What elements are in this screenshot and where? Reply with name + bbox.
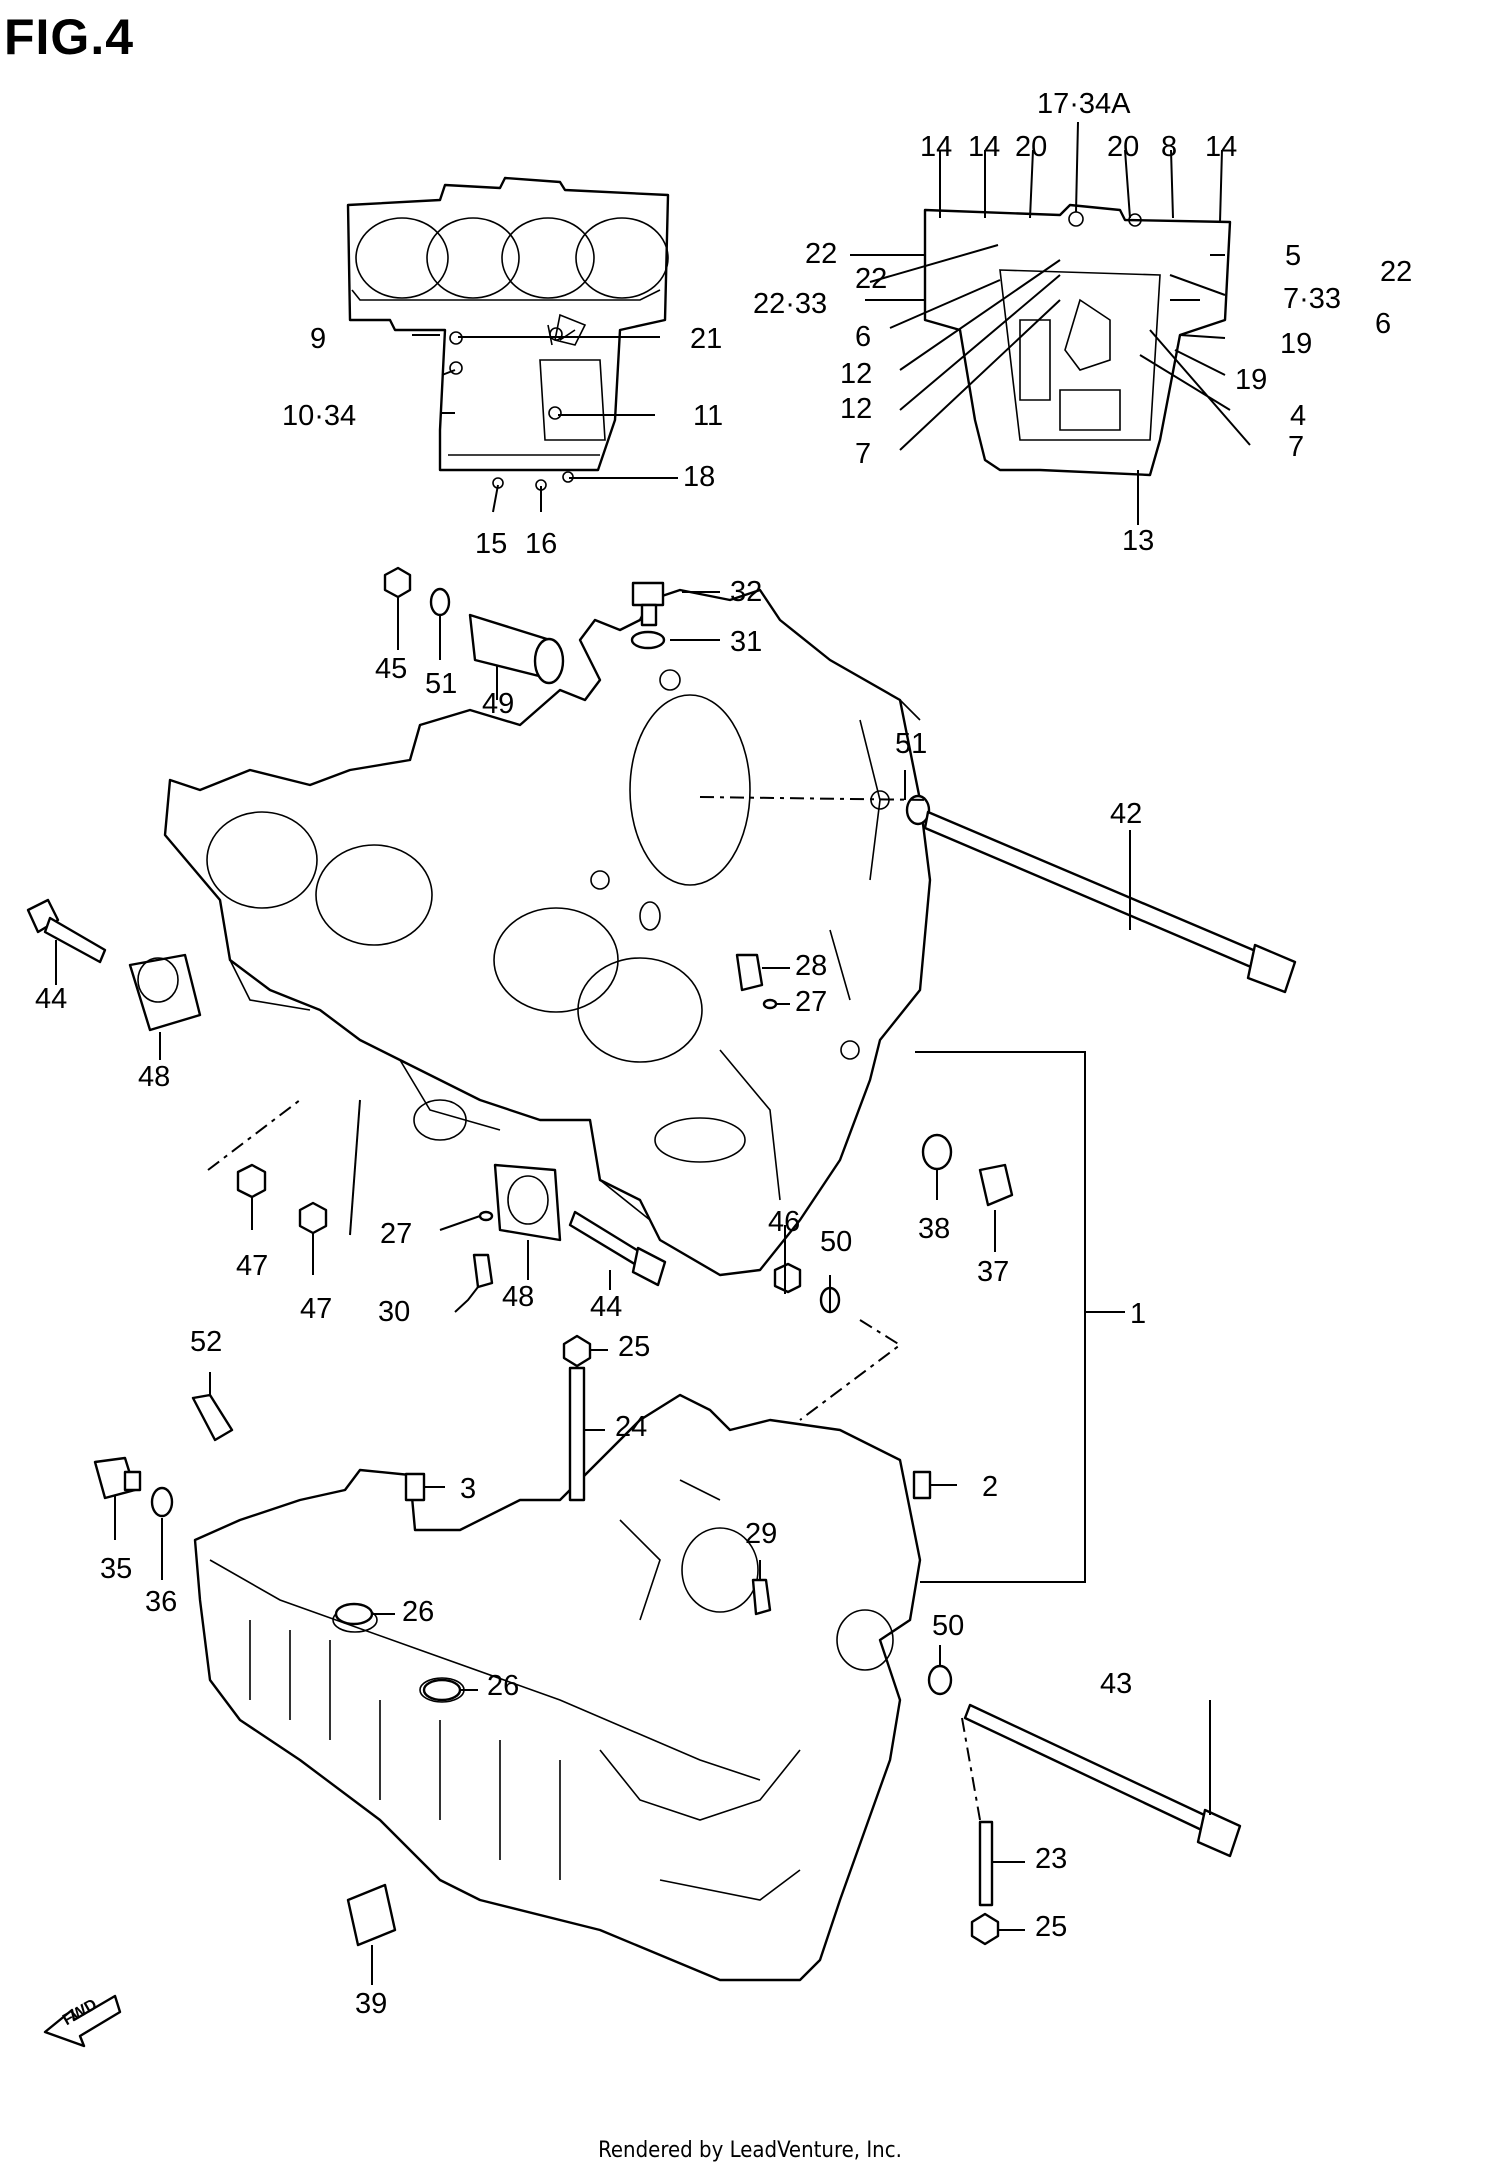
callout-17-34a: 17·34A xyxy=(1037,88,1131,120)
callout-13: 13 xyxy=(1122,525,1155,557)
callout-22-b: 22 xyxy=(855,263,888,295)
callout-47-b: 47 xyxy=(300,1293,333,1325)
callout-16: 16 xyxy=(525,528,558,560)
callout-45: 45 xyxy=(375,653,408,685)
callout-20-a: 20 xyxy=(1015,131,1048,163)
upper-crankcase xyxy=(163,588,932,1277)
callout-52: 52 xyxy=(190,1326,223,1358)
callout-11: 11 xyxy=(693,400,724,432)
callout-12-a: 12 xyxy=(840,358,873,390)
callout-51-right: 51 xyxy=(895,728,928,760)
callout-7-left: 7 xyxy=(855,438,872,470)
callout-38: 38 xyxy=(918,1213,951,1245)
callout-18: 18 xyxy=(683,461,716,493)
callout-25-bottom: 25 xyxy=(1035,1911,1068,1943)
callout-27-a: 27 xyxy=(380,1218,413,1250)
callout-49: 49 xyxy=(482,688,515,720)
callout-7-33: 7·33 xyxy=(1283,283,1342,315)
callout-36: 36 xyxy=(145,1586,178,1618)
callout-43: 43 xyxy=(1100,1668,1133,1700)
callout-39: 39 xyxy=(355,1988,388,2020)
callout-48-left: 48 xyxy=(138,1061,171,1093)
callout-9: 9 xyxy=(310,323,327,355)
callout-42: 42 xyxy=(1110,798,1143,830)
callout-1: 1 xyxy=(1130,1298,1147,1330)
callout-14-c: 14 xyxy=(1205,131,1238,163)
callout-29: 29 xyxy=(745,1518,778,1550)
callout-48-mid: 48 xyxy=(502,1281,535,1313)
callout-21: 21 xyxy=(690,323,723,355)
lower-crankcase xyxy=(193,1393,922,1982)
callout-25-top: 25 xyxy=(618,1331,651,1363)
callout-4: 4 xyxy=(1290,400,1307,432)
callout-31: 31 xyxy=(730,626,763,658)
callout-24: 24 xyxy=(615,1411,648,1443)
callout-2: 2 xyxy=(982,1471,999,1503)
figure-title: FIG.4 xyxy=(4,9,135,65)
callout-27-b: 27 xyxy=(795,986,828,1018)
inset-upper-case xyxy=(346,176,670,491)
callout-26-b: 26 xyxy=(487,1670,520,1702)
leader-lines xyxy=(55,121,1251,1985)
callout-28: 28 xyxy=(795,950,828,982)
callout-32: 32 xyxy=(730,576,763,608)
callout-3: 3 xyxy=(460,1473,477,1505)
callout-14-b: 14 xyxy=(968,131,1001,163)
callout-50-top: 50 xyxy=(820,1226,853,1258)
callout-26-a: 26 xyxy=(402,1596,435,1628)
callout-23: 23 xyxy=(1035,1843,1068,1875)
callout-8: 8 xyxy=(1161,131,1178,163)
callout-15: 15 xyxy=(475,528,508,560)
inset-lower-case xyxy=(923,203,1232,477)
footer-credit: Rendered by LeadVenture, Inc. xyxy=(598,2138,902,2163)
callout-20-b: 20 xyxy=(1107,131,1140,163)
callout-19-a: 19 xyxy=(1280,328,1313,360)
callout-6-right: 6 xyxy=(1375,308,1392,340)
callout-22-a: 22 xyxy=(805,238,838,270)
callout-51-left: 51 xyxy=(425,668,458,700)
callout-30: 30 xyxy=(378,1296,411,1328)
callout-12-b: 12 xyxy=(840,393,873,425)
callout-35: 35 xyxy=(100,1553,133,1585)
callout-19-b: 19 xyxy=(1235,364,1268,396)
callout-47-a: 47 xyxy=(236,1250,269,1282)
callout-37: 37 xyxy=(977,1256,1010,1288)
callout-14-a: 14 xyxy=(920,131,953,163)
callout-5: 5 xyxy=(1285,240,1302,272)
callout-6-left: 6 xyxy=(855,321,872,353)
callout-44-mid: 44 xyxy=(590,1291,623,1323)
callout-46: 46 xyxy=(768,1206,801,1238)
callout-22-c: 22 xyxy=(1380,256,1413,288)
callout-22-33: 22·33 xyxy=(753,288,828,320)
callout-50-bottom: 50 xyxy=(932,1610,965,1642)
callout-10-34: 10·34 xyxy=(282,400,357,432)
callout-44-left: 44 xyxy=(35,983,68,1015)
callout-7-right: 7 xyxy=(1288,431,1305,463)
